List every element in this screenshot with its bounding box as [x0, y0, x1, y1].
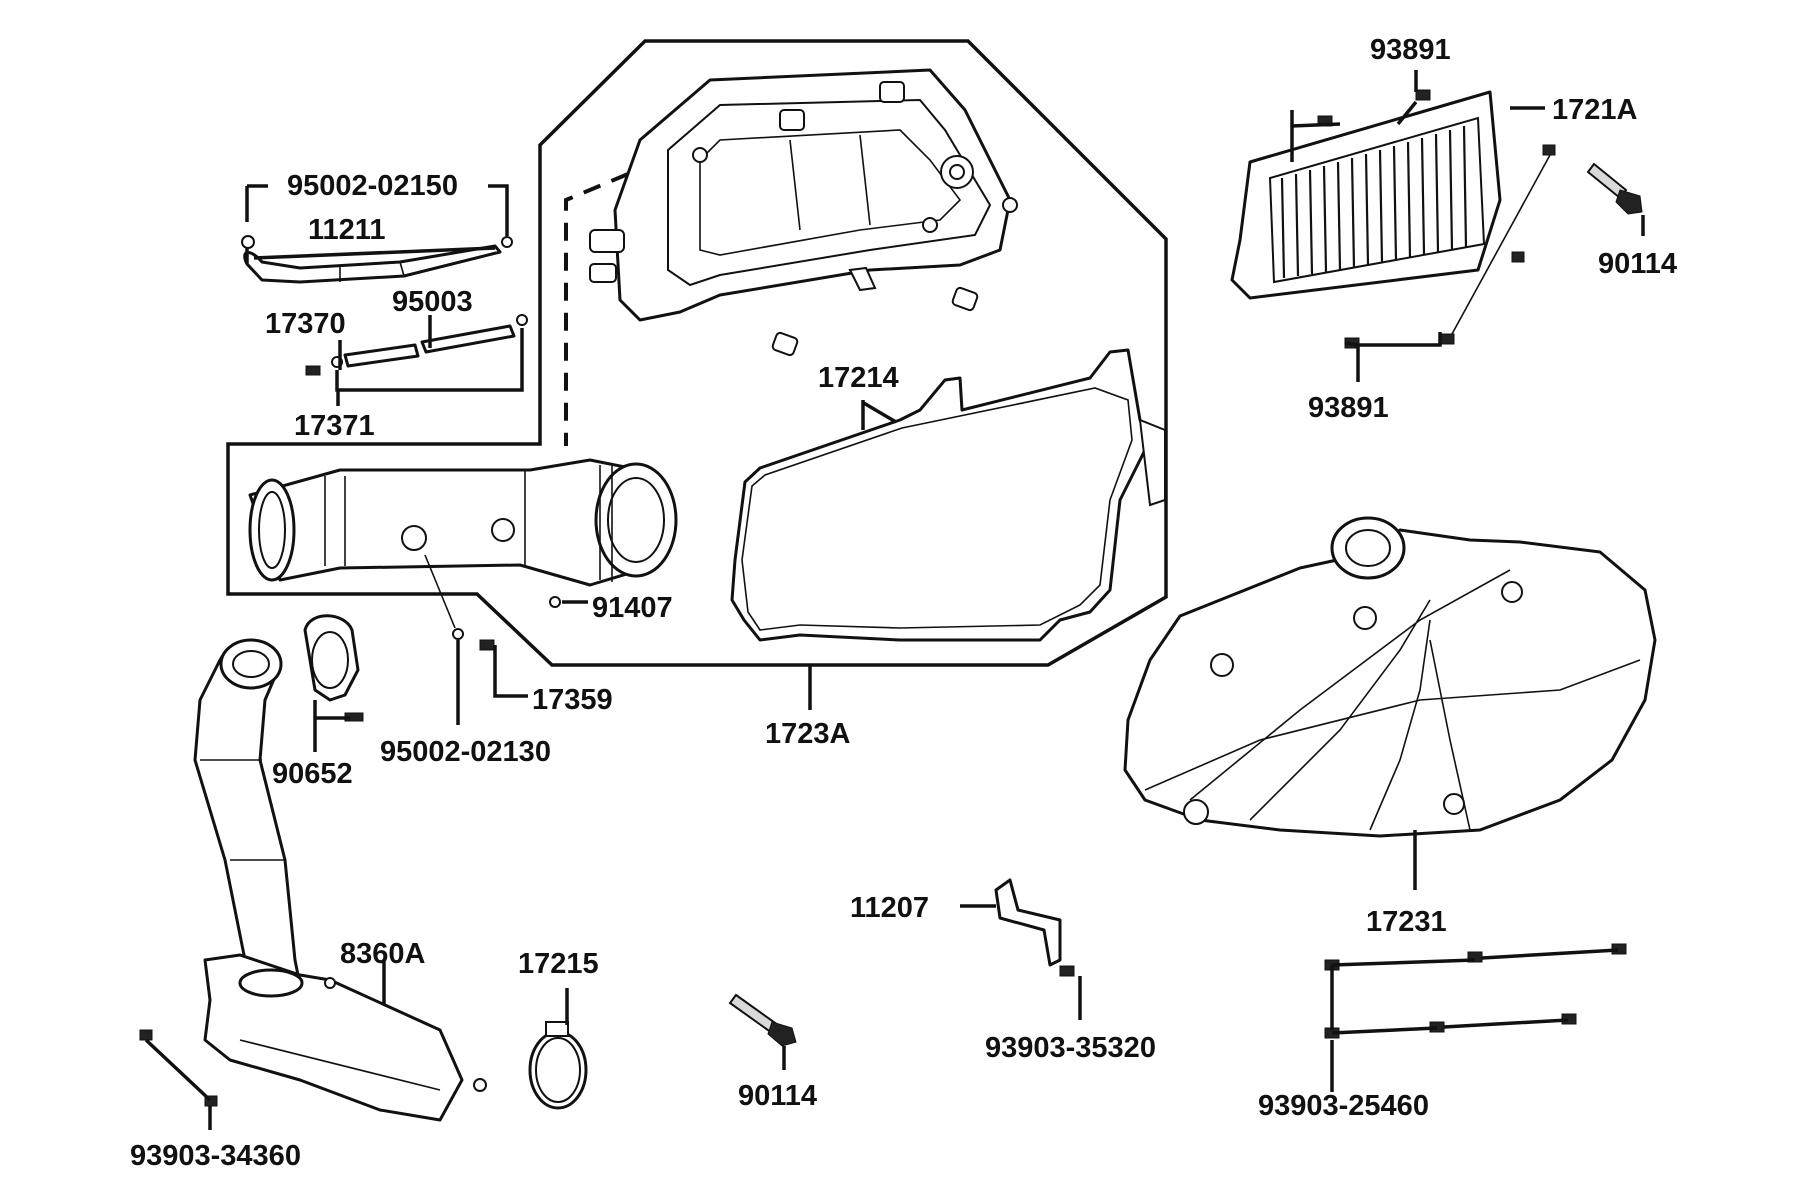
part-label-1723A: 1723A [765, 718, 851, 750]
part-label-17231: 17231 [1366, 906, 1447, 938]
part-label-17215: 17215 [518, 948, 599, 980]
hose-95003-a [343, 343, 420, 368]
clip-d [501, 236, 513, 248]
boot-90652 [303, 614, 364, 722]
gasket-17214 [730, 348, 1166, 642]
bolt-90114-top [1586, 162, 1643, 215]
part-label-93903-34360: 93903-34360 [130, 1140, 301, 1172]
breather-hose-group [241, 235, 528, 376]
bolt-17359 [479, 639, 495, 651]
screw-93903-34360-a [139, 1029, 153, 1041]
part-label-17371: 17371 [294, 410, 375, 442]
part-label-11211: 11211 [308, 214, 386, 246]
part-label-95002-02150: 95002-02150 [287, 170, 458, 202]
part-label-95003: 95003 [392, 286, 473, 318]
clip-95002-02130 [452, 628, 464, 640]
bolt-17370 [305, 365, 321, 376]
clip-c [241, 235, 255, 249]
part-label-90652: 90652 [272, 758, 353, 790]
air-filter-element-1721A [1230, 90, 1502, 300]
intake-duct [248, 458, 678, 587]
part-label-8360A: 8360A [340, 938, 426, 970]
part-label-1721A: 1721A [1552, 94, 1638, 126]
part-label-91407: 91407 [592, 592, 673, 624]
part-label-17359: 17359 [532, 684, 613, 716]
part-label-17214: 17214 [818, 362, 899, 394]
part-label-90114-top: 90114 [1598, 248, 1678, 280]
leader-lines [144, 70, 1645, 1130]
part-label-93891-top: 93891 [1370, 34, 1451, 66]
clip-b [516, 314, 528, 326]
alignment-dashed-line [564, 172, 629, 446]
air-cleaner-cover-17231 [1123, 516, 1657, 838]
part-label-93903-35320: 93903-35320 [985, 1032, 1156, 1064]
bracket-11207 [994, 878, 1075, 977]
air-cleaner-case-inner [589, 68, 1018, 322]
bushing-1 [951, 286, 979, 312]
bolt-90114-bottom [728, 993, 797, 1047]
part-label-17370: 17370 [265, 308, 346, 340]
hose-95003-b [420, 324, 516, 354]
part-label-93891-bottom: 93891 [1308, 392, 1389, 424]
assembly-frame [226, 39, 1168, 667]
part-label-95002-02130: 95002-02130 [380, 736, 551, 768]
part-label-93903-25460: 93903-25460 [1258, 1090, 1429, 1122]
clip-91407 [549, 596, 561, 608]
part-label-90114-bottom: 90114 [738, 1080, 818, 1112]
part-label-11207: 11207 [850, 892, 930, 924]
clamp-17215 [528, 1021, 588, 1110]
intake-snorkel-8360A [193, 638, 487, 1122]
bushing-2 [771, 331, 799, 357]
